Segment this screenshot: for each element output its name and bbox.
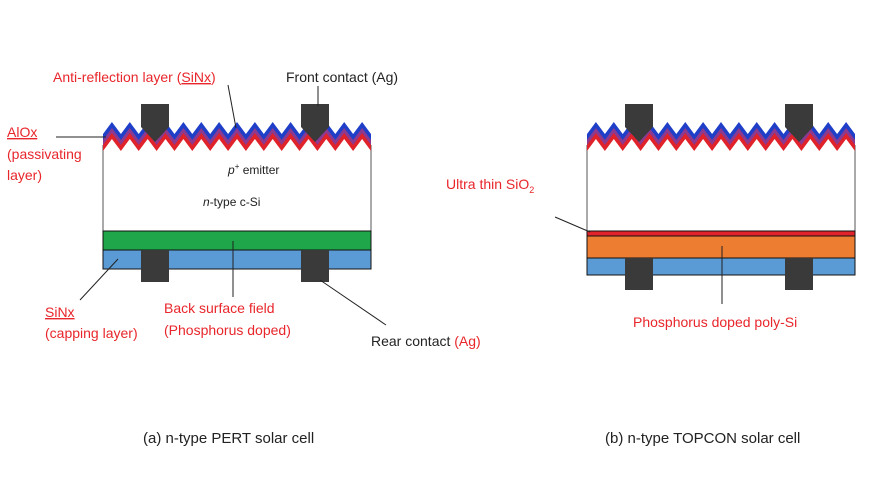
- pert-sinx-label-line1: SiNx: [45, 304, 75, 320]
- pert-rear-contact-left: [141, 250, 169, 282]
- pert-rear-contact-label: Rear contact (Ag): [371, 333, 481, 349]
- pert-caption: (a) n-type PERT solar cell: [143, 430, 314, 447]
- pert-front-contact-left: [141, 104, 169, 142]
- pert-ntype-label: n-type c-Si: [203, 195, 260, 209]
- pert-bsf-label-line1: Back surface field: [164, 300, 275, 316]
- topcon-caption: (b) n-type TOPCON solar cell: [605, 430, 800, 447]
- pert-antireflection-label: Anti-reflection layer (SiNx): [53, 69, 216, 85]
- topcon-poly-label: Phosphorus doped poly-Si: [633, 314, 797, 330]
- pert-alox-label-line3: layer): [7, 167, 42, 183]
- pert-emitter-layer: [103, 133, 371, 151]
- pert-alox-label-line1: AlOx: [7, 124, 37, 140]
- topcon-sio2-label: Ultra thin SiO2: [446, 176, 534, 195]
- pert-antireflection-layer: [103, 122, 371, 143]
- pert-back-surface-field: [102, 230, 372, 251]
- topcon-poly-si-layer: [586, 235, 856, 259]
- pert-alox-label-line2: (passivating: [7, 146, 82, 162]
- topcon-antireflection-layer: [587, 122, 855, 143]
- topcon-cell: Ultra thin SiO2 Phosphorus doped poly-Si…: [446, 104, 856, 447]
- topcon-front-contact-left: [625, 104, 653, 142]
- pert-sinx-leader: [79, 258, 119, 301]
- pert-arc-leader: [227, 84, 237, 129]
- topcon-rear-contact-right: [785, 258, 813, 290]
- pert-cell: Anti-reflection layer (SiNx) Front conta…: [7, 69, 481, 447]
- topcon-rear-contact-left: [625, 258, 653, 290]
- topcon-emitter-layer: [587, 133, 855, 151]
- pert-rear-contact-leader: [319, 279, 387, 326]
- pert-emitter-label: p+ emitter: [227, 162, 279, 177]
- topcon-sio2-leader: [554, 216, 591, 233]
- topcon-sio2-layer: [586, 230, 856, 237]
- pert-rear-contact-right: [301, 250, 329, 282]
- topcon-front-contact-right: [785, 104, 813, 142]
- pert-front-contact-label: Front contact (Ag): [286, 69, 398, 85]
- pert-bsf-label-line2: (Phosphorus doped): [164, 322, 291, 338]
- pert-front-contact-right: [301, 104, 329, 142]
- topcon-alox-layer: [587, 128, 855, 147]
- pert-sinx-label-line2: (capping layer): [45, 325, 138, 341]
- pert-alox-layer: [103, 128, 371, 147]
